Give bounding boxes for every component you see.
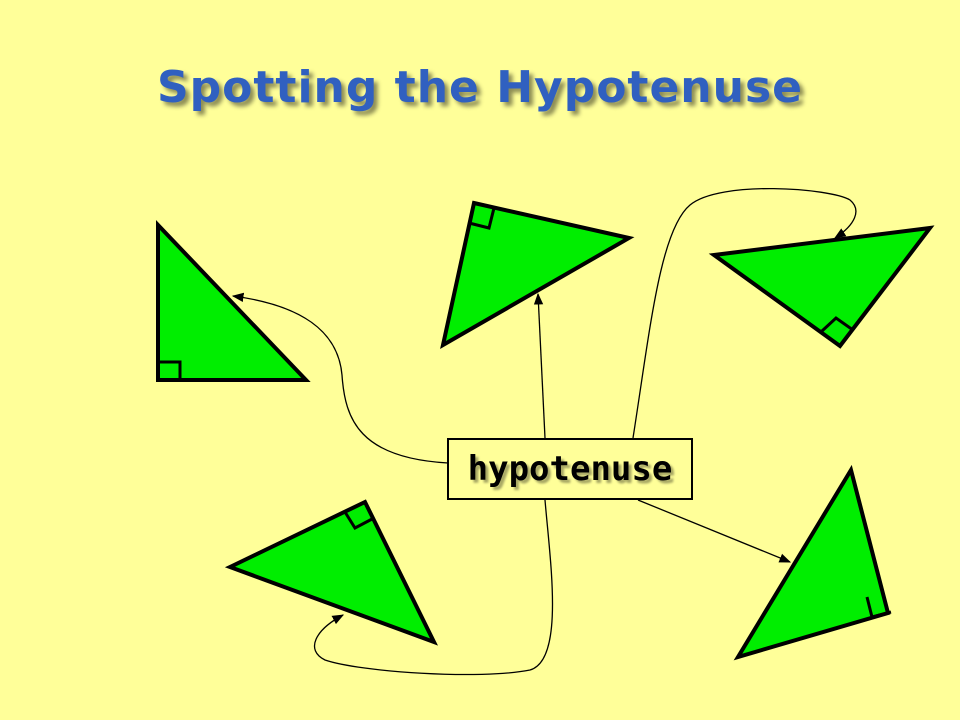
arrow-to-lower-right [637,499,792,563]
hypotenuse-label-box: hypotenuse [447,438,693,500]
triangle-lower-left [224,499,439,646]
right-angle-marker [343,511,375,530]
arrow-to-upper-middle [533,292,546,439]
triangle-upper-right [708,225,935,349]
arrow-to-lower-left [313,499,554,676]
triangle-upper-middle [440,200,635,349]
arrow-to-upper-left [231,292,449,464]
right-angle-marker [820,316,854,333]
hypotenuse-label: hypotenuse [467,449,673,489]
right-angle-marker [468,207,496,230]
triangle-upper-left [156,220,311,382]
right-angle-marker [865,596,892,619]
right-angle-marker [158,360,182,380]
slide-title: Spotting the Hypotenuse [156,62,803,113]
triangle-lower-right [733,464,892,661]
arrow-to-upper-right [632,187,857,439]
